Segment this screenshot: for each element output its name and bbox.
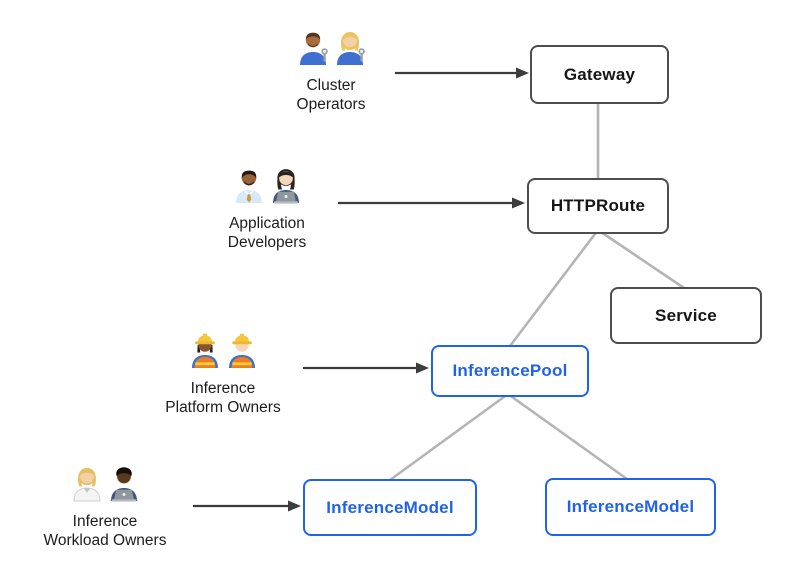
label-line: Inference bbox=[190, 380, 256, 397]
node-inferencemodel-left-label: InferenceModel bbox=[326, 497, 454, 517]
node-service-label: Service bbox=[655, 305, 717, 325]
node-inferencemodel-right: InferenceModel bbox=[545, 478, 716, 536]
persona-inference-workload-owners-label: Inference Workload Owners bbox=[44, 512, 167, 550]
persona-application-developers-icons bbox=[232, 166, 303, 204]
persona-application-developers-label: Application Developers bbox=[228, 214, 306, 252]
persona-inference-workload-owners-icons bbox=[70, 464, 141, 502]
label-line: Cluster bbox=[306, 77, 356, 94]
man-construction-worker-icon bbox=[228, 333, 255, 368]
node-inferencemodel-right-label: InferenceModel bbox=[566, 497, 695, 516]
node-gateway-label: Gateway bbox=[563, 64, 636, 84]
persona-cluster-operators: Cluster Operators bbox=[236, 28, 426, 114]
edge-inferencepool-inferencemodel-left bbox=[389, 392, 509, 482]
label-line: Application bbox=[229, 215, 305, 232]
health-worker-icon bbox=[72, 467, 101, 502]
persona-inference-platform-owners: Inference Platform Owners bbox=[128, 331, 318, 417]
label-line: Workload Owners bbox=[43, 532, 167, 549]
man-mechanic-icon bbox=[299, 32, 328, 65]
node-httproute: HTTPRoute bbox=[527, 178, 669, 234]
node-inferencepool: InferencePool bbox=[431, 345, 589, 397]
node-gateway: Gateway bbox=[530, 45, 669, 104]
woman-construction-worker-icon bbox=[191, 333, 218, 368]
man-technologist-icon bbox=[110, 467, 137, 502]
edge-inferencepool-inferencemodel-right bbox=[507, 392, 628, 481]
edge-httproute-service bbox=[597, 228, 685, 290]
man-office-worker-icon bbox=[235, 170, 262, 203]
node-service: Service bbox=[610, 287, 762, 344]
persona-inference-workload-owners: Inference Workload Owners bbox=[10, 464, 200, 550]
node-httproute-label: HTTPRoute bbox=[550, 196, 646, 215]
node-inferencepool-label: InferencePool bbox=[452, 361, 568, 380]
arrow-platform-owners-inferencepool bbox=[303, 362, 429, 374]
woman-mechanic-icon bbox=[336, 32, 365, 65]
label-line: Platform Owners bbox=[165, 399, 281, 416]
persona-inference-platform-owners-icons bbox=[188, 331, 259, 369]
node-inferencemodel-left: InferenceModel bbox=[303, 479, 477, 536]
label-line: Inference bbox=[72, 513, 138, 530]
arrow-workload-owners-inferencemodel bbox=[193, 500, 301, 512]
label-line: Developers bbox=[227, 234, 307, 251]
arrow-application-developers-httproute bbox=[338, 197, 525, 209]
edge-httproute-inferencepool bbox=[508, 229, 600, 347]
label-line: Operators bbox=[296, 96, 366, 113]
persona-cluster-operators-label: Cluster Operators bbox=[297, 76, 366, 114]
persona-inference-platform-owners-label: Inference Platform Owners bbox=[165, 379, 280, 417]
persona-cluster-operators-icons bbox=[296, 28, 367, 66]
persona-application-developers: Application Developers bbox=[172, 166, 362, 252]
woman-technologist-icon bbox=[272, 169, 299, 204]
